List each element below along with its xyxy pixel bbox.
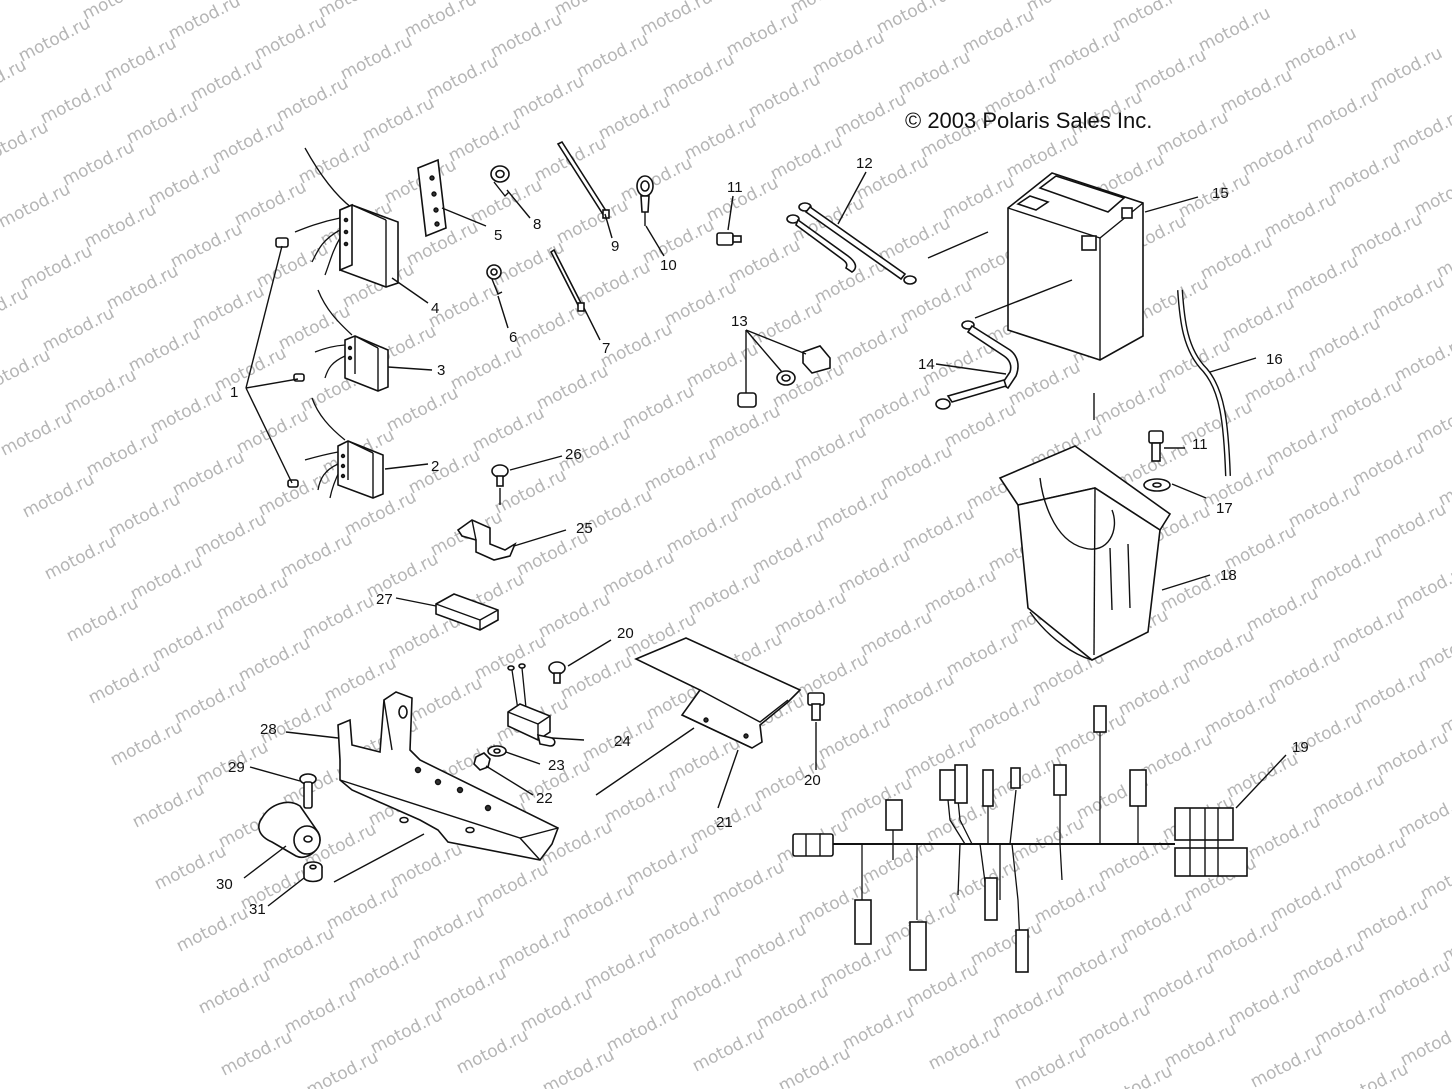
- callout-8: 8: [533, 216, 541, 233]
- cable-tie-9: [556, 140, 610, 219]
- wiring-harness-19: [792, 705, 1248, 973]
- callout-27: 27: [376, 591, 393, 608]
- callout-25: 25: [576, 520, 593, 537]
- callout-16: 16: [1266, 351, 1283, 368]
- battery-cable-12: [786, 202, 917, 285]
- callout-9: 9: [611, 238, 619, 255]
- callout-13: 13: [731, 313, 748, 330]
- callout-3: 3: [437, 362, 445, 379]
- mounting-bracket-28: [337, 691, 560, 861]
- callout-2: 2: [431, 458, 439, 475]
- callout-21: 21: [716, 814, 733, 831]
- callout-15: 15: [1212, 185, 1229, 202]
- module-2: [304, 397, 384, 499]
- battery-box-18: [998, 445, 1172, 661]
- washer-17: [1143, 478, 1171, 492]
- callout-20-right: 20: [804, 772, 821, 789]
- callout-17: 17: [1216, 500, 1233, 517]
- bolt-20-right: [807, 692, 825, 721]
- leader-lines: [243, 171, 1287, 907]
- bolt-11-lower: [1148, 430, 1164, 462]
- callout-26: 26: [565, 446, 582, 463]
- washer-23: [487, 745, 507, 757]
- callout-18: 18: [1220, 567, 1237, 584]
- module-3: [314, 289, 389, 392]
- heat-shield-21: [634, 637, 802, 749]
- callout-29: 29: [228, 759, 245, 776]
- parts-drawing: [258, 140, 1248, 973]
- callout-numbers: 1 2 3 4 5 6 7 8 9 10 11 11 12 13 14 15 1…: [216, 155, 1309, 918]
- hardware-13: [737, 345, 831, 408]
- callout-31: 31: [249, 901, 266, 918]
- callout-10: 10: [660, 257, 677, 274]
- callout-11-lower: 11: [1192, 436, 1208, 453]
- callout-28: 28: [260, 721, 277, 738]
- callout-22: 22: [536, 790, 553, 807]
- callout-23: 23: [548, 757, 565, 774]
- cable-tie-7: [549, 248, 585, 312]
- callout-14: 14: [918, 356, 935, 373]
- callout-7: 7: [602, 340, 610, 357]
- spacer-31: [303, 861, 323, 883]
- callout-24: 24: [614, 733, 631, 750]
- heat-shield-link: [595, 727, 695, 796]
- callout-5: 5: [494, 227, 502, 244]
- callout-19: 19: [1292, 739, 1309, 756]
- clip-10: [636, 175, 654, 226]
- battery-15: [1007, 172, 1144, 361]
- bolt-20-top: [548, 661, 566, 684]
- callout-6: 6: [509, 329, 517, 346]
- bracket-25: [456, 519, 517, 561]
- relay-27: [435, 593, 499, 631]
- clamp-6: [486, 264, 503, 295]
- battery-cable-14: [935, 320, 1019, 410]
- copyright-notice: © 2003 Polaris Sales Inc.: [905, 108, 1152, 133]
- clamp-8: [490, 165, 510, 198]
- callout-1: 1: [230, 384, 238, 401]
- rectifier-24: [507, 663, 556, 747]
- screw-29: [299, 773, 317, 809]
- bolt-11-top: [716, 232, 742, 246]
- callout-11-top: 11: [727, 179, 743, 196]
- capacitor-30: [258, 801, 321, 859]
- vent-tube-16: [1177, 289, 1231, 477]
- callout-30: 30: [216, 876, 233, 893]
- module-4: [294, 147, 399, 288]
- screw-26: [491, 464, 509, 487]
- callout-12: 12: [856, 155, 873, 172]
- callout-4: 4: [431, 300, 439, 317]
- battery-link-line: [927, 231, 989, 259]
- callout-20-top: 20: [617, 625, 634, 642]
- battery-link-line-2: [974, 279, 1073, 319]
- mounting-plate-5: [417, 158, 447, 238]
- bracket-link-line: [333, 833, 425, 883]
